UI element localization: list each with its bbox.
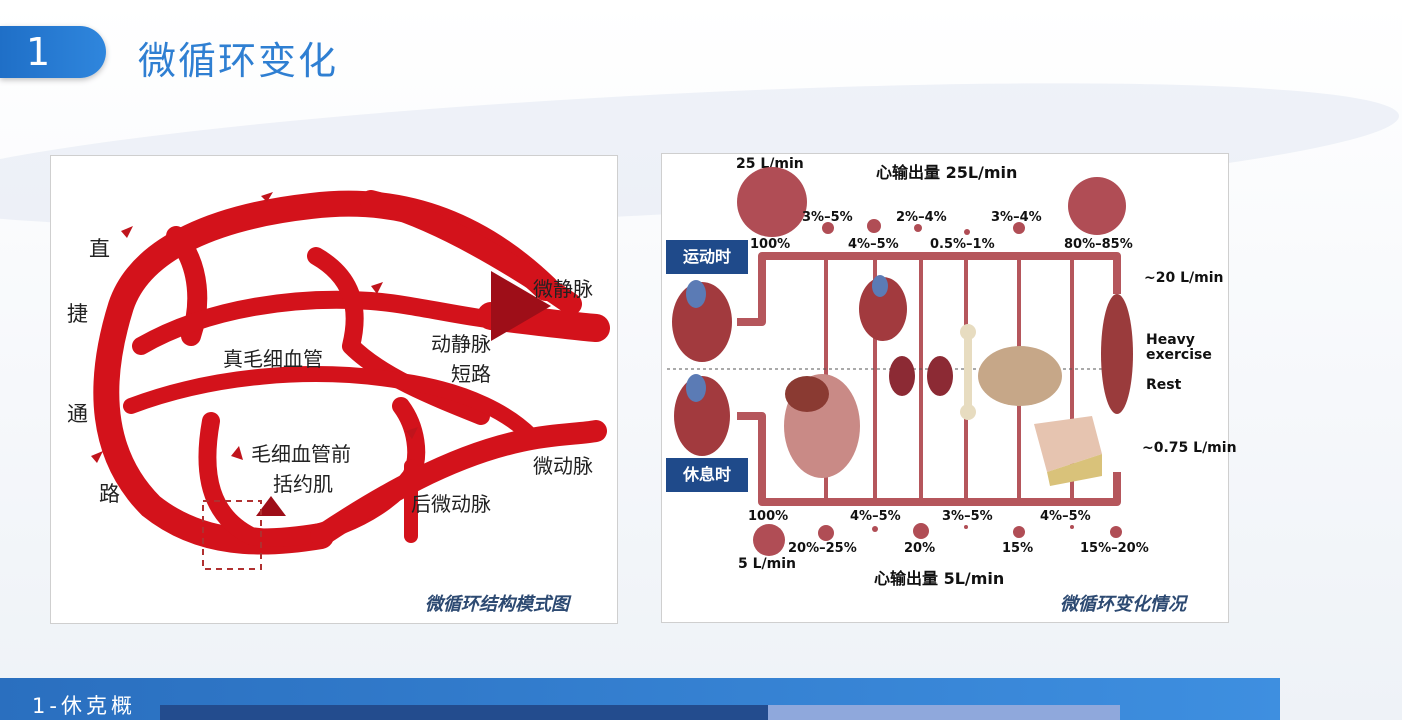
top-pct: 2%–4%	[896, 210, 947, 225]
bottom-pct: 15%	[1002, 541, 1033, 556]
flow-dot	[1013, 526, 1025, 538]
blood-flow-distribution-panel: 25 L/min 心输出量 25L/min 100% 3%–5% 4%–5% 2…	[661, 153, 1237, 623]
flow-arrow	[371, 282, 383, 294]
exercise-tag-label: 运动时	[682, 247, 731, 266]
label-av-shunt-1: 动静脉	[431, 332, 491, 356]
flow-dot	[1110, 526, 1122, 538]
heart-exercise-icon	[672, 280, 732, 362]
label-tong: 通	[67, 402, 88, 426]
brain-icon	[978, 346, 1062, 406]
top-pct: 3%–5%	[802, 210, 853, 225]
rest-tag-label: 休息时	[682, 465, 731, 484]
flow-dot	[964, 525, 968, 529]
top-pipe	[737, 252, 1121, 326]
bottom-pct: 4%–5%	[850, 509, 901, 524]
bottom-cardiac-output: 心输出量 5L/min	[874, 569, 1004, 588]
label-zhi: 直	[89, 237, 110, 261]
label-lu: 路	[99, 482, 120, 506]
flow-dot	[913, 523, 929, 539]
label-arteriole: 微动脉	[533, 454, 593, 478]
exercise-tag: 运动时	[666, 240, 748, 274]
heart-coronary-icon	[859, 275, 907, 341]
flow-dot	[818, 525, 834, 541]
flow-dot	[914, 224, 922, 232]
kidney-icon	[889, 356, 953, 396]
flow-exercise: ~20 L/min	[1144, 270, 1223, 286]
flow-dot	[867, 219, 881, 233]
flow-dot	[753, 524, 785, 556]
blood-flow-diagram: 25 L/min 心输出量 25L/min 100% 3%–5% 4%–5% 2…	[667, 156, 1237, 588]
heart-rest-icon	[674, 374, 730, 456]
left-panel-caption: 微循环结构模式图	[425, 594, 569, 615]
bottom-pct: 100%	[748, 509, 788, 524]
right-panel-caption: 微循环变化情况	[1060, 594, 1186, 615]
footer-progress-light	[768, 705, 1120, 720]
footer-progress-dark	[160, 705, 768, 720]
label-av-shunt-2: 短路	[451, 362, 491, 386]
bottom-flow-total: 5 L/min	[738, 556, 796, 572]
rest-label: Rest	[1146, 377, 1182, 393]
flow-dot	[872, 526, 878, 532]
top-flow-total: 25 L/min	[736, 156, 804, 172]
top-cardiac-output: 心输出量 25L/min	[876, 163, 1017, 182]
flow-dot	[1068, 177, 1126, 235]
top-pct: 4%–5%	[848, 237, 899, 252]
heavy-label-1: Heavy	[1146, 332, 1195, 348]
bottom-pct: 3%–5%	[942, 509, 993, 524]
flow-dot	[964, 229, 970, 235]
flow-rest: ~0.75 L/min	[1142, 440, 1237, 456]
capillary-vessel	[123, 366, 539, 444]
bottom-pct: 4%–5%	[1040, 509, 1091, 524]
flow-dot	[1070, 525, 1074, 529]
bottom-pct: 20%	[904, 541, 935, 556]
top-pct: 80%–85%	[1064, 237, 1133, 252]
microcirculation-structure-panel: 直 捷 通 路 真毛细血管 动静脉 短路 毛细血管前 括约肌 微静脉 微动脉 后…	[50, 155, 618, 624]
top-pct: 100%	[750, 237, 790, 252]
gut-icon	[784, 374, 860, 478]
metarteriole-arrow-head	[256, 496, 286, 516]
bottom-pct: 20%–25%	[788, 541, 857, 556]
bottom-pct: 15%–20%	[1080, 541, 1149, 556]
sphincter-highlight-box	[202, 500, 262, 570]
flow-dot	[1013, 222, 1025, 234]
top-pct: 0.5%–1%	[930, 237, 995, 252]
flow-arrow	[261, 192, 273, 202]
skin-icon	[1034, 416, 1102, 486]
flow-arrow	[91, 451, 103, 463]
label-precapillary-1: 毛细血管前	[251, 442, 351, 466]
av-shunt-vessel	[307, 247, 490, 425]
flow-arrow	[406, 427, 418, 439]
flow-dot	[737, 167, 807, 237]
venule-arrow-head	[491, 271, 551, 341]
heavy-label-2: exercise	[1146, 347, 1212, 363]
flow-arrow	[121, 226, 133, 238]
flow-dot	[822, 222, 834, 234]
bottom-pipe	[737, 412, 1121, 506]
muscle-icon	[1101, 294, 1133, 414]
metarteriole-vessel	[310, 420, 607, 547]
label-metarteriole: 后微动脉	[411, 492, 491, 516]
label-true-capillary: 真毛细血管	[223, 347, 323, 371]
top-pct: 3%–4%	[991, 210, 1042, 225]
flow-arrow	[231, 446, 243, 460]
rest-tag: 休息时	[666, 458, 748, 492]
footer-text: 1-休克概	[32, 694, 136, 718]
label-venule: 微静脉	[533, 277, 593, 301]
slide-number: 1	[26, 30, 51, 74]
top-branch-vessel	[360, 190, 582, 315]
microcirculation-diagram: 直 捷 通 路 真毛细血管 动静脉 短路 毛细血管前 括约肌 微静脉 微动脉 后…	[67, 190, 610, 570]
label-jie: 捷	[67, 302, 88, 326]
label-precapillary-2: 括约肌	[273, 472, 333, 496]
slide-number-badge: 1	[0, 26, 106, 78]
bone-icon	[960, 324, 976, 420]
slide-title: 微循环变化	[138, 39, 339, 83]
